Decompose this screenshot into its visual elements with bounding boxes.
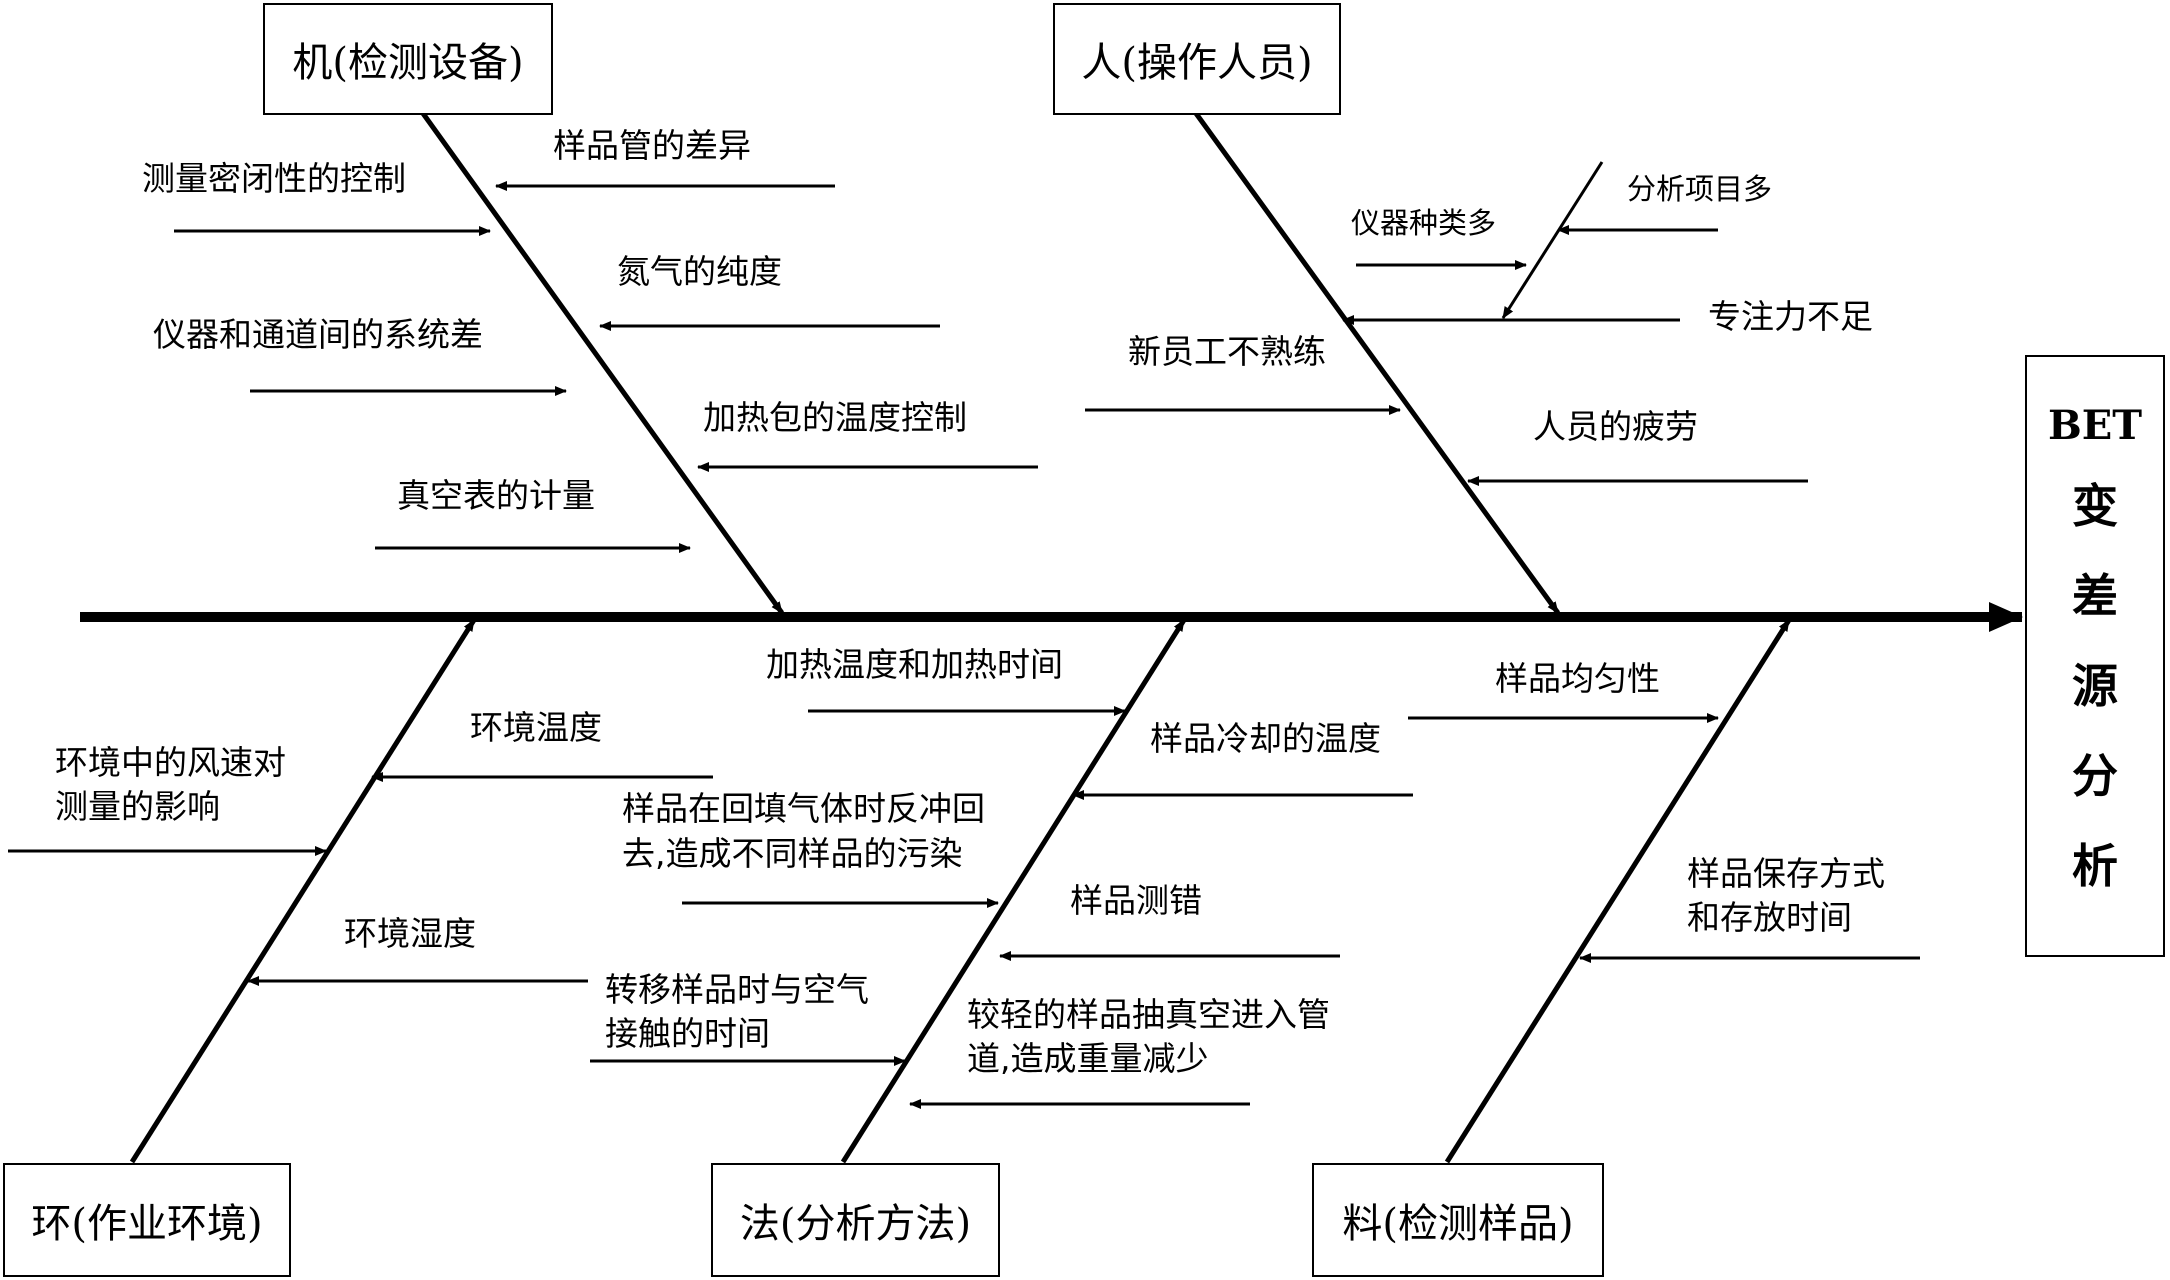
- cause-label: 测量的影响: [55, 787, 220, 826]
- effect-char: 分: [2072, 748, 2118, 803]
- effect-box: BET 变 差 源 分 析: [2025, 355, 2165, 957]
- cause-label: 去,造成不同样品的污染: [622, 834, 963, 873]
- cause-label: 真空表的计量: [397, 476, 595, 515]
- effect-char: 差: [2072, 568, 2118, 623]
- cause-label: 转移样品时与空气: [605, 970, 869, 1009]
- bone-man: [1192, 110, 1561, 615]
- bone-method: [840, 618, 1187, 1164]
- effect-char: 析: [2072, 838, 2118, 893]
- category-environment-box: 环(作业环境): [3, 1163, 291, 1277]
- cause-label: 接触的时间: [605, 1014, 770, 1053]
- cause-label: 新员工不熟练: [1128, 332, 1326, 371]
- bone-material: [1444, 618, 1792, 1164]
- cause-label: 环境中的风速对: [55, 743, 286, 782]
- cause-label: 样品均匀性: [1495, 659, 1660, 698]
- cause-label: 加热温度和加热时间: [766, 645, 1063, 684]
- category-material-box: 料(检测样品): [1312, 1163, 1604, 1277]
- bone-environment: [129, 618, 477, 1164]
- cause-label: 仪器种类多: [1351, 206, 1497, 240]
- cause-label: 样品在回填气体时反冲回: [622, 789, 985, 828]
- cause-label: 样品测错: [1070, 881, 1202, 920]
- cause-label: 样品保存方式: [1687, 854, 1885, 893]
- bone-machine: [419, 110, 785, 615]
- category-man-box: 人(操作人员): [1053, 3, 1341, 115]
- cause-label: 专注力不足: [1708, 297, 1873, 336]
- cause-label: 测量密闭性的控制: [142, 159, 406, 198]
- cause-label: 氮气的纯度: [617, 252, 782, 291]
- cause-label: 环境湿度: [344, 914, 476, 953]
- cause-label: 和存放时间: [1687, 898, 1852, 937]
- cause-label: 样品冷却的温度: [1150, 719, 1381, 758]
- effect-char: 变: [2072, 478, 2118, 533]
- cause-label: 人员的疲劳: [1533, 407, 1698, 446]
- arrow-man-sub-diagonal: [1501, 161, 1604, 319]
- effect-title: BET: [2047, 401, 2143, 449]
- category-machine-box: 机(检测设备): [263, 3, 553, 115]
- cause-label: 加热包的温度控制: [703, 398, 967, 437]
- effect-char: 源: [2072, 658, 2118, 713]
- cause-label: 分析项目多: [1627, 172, 1773, 206]
- cause-label: 样品管的差异: [553, 126, 751, 165]
- cause-label: 仪器和通道间的系统差: [153, 315, 483, 354]
- cause-label: 较轻的样品抽真空进入管: [967, 995, 1330, 1034]
- cause-label: 道,造成重量减少: [967, 1039, 1209, 1078]
- cause-label: 环境温度: [470, 708, 602, 747]
- category-method-box: 法(分析方法): [711, 1163, 1000, 1277]
